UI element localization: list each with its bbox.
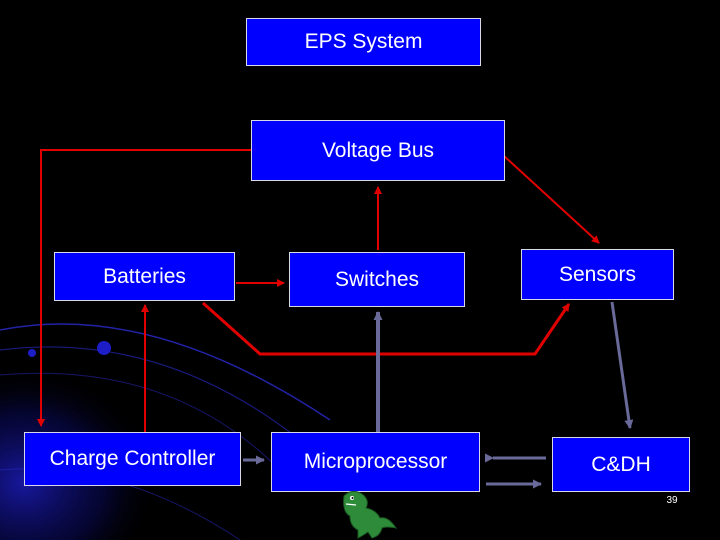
- arrow-batteries-to-sensors: [201, 301, 571, 356]
- node-batteries: Batteries: [54, 252, 235, 301]
- node-cdh: C&DH: [552, 437, 690, 492]
- node-eps-system: EPS System: [246, 18, 481, 66]
- node-label: EPS System: [304, 30, 423, 53]
- node-label: Sensors: [558, 262, 637, 286]
- node-label: Voltage Bus: [321, 138, 435, 162]
- node-label: C&DH: [591, 452, 651, 476]
- page-number: 39: [666, 495, 678, 506]
- node-label: Charge Controller: [49, 447, 216, 470]
- node-label: Batteries: [103, 264, 186, 288]
- dinosaur-icon: [343, 490, 398, 539]
- node-charge-controller: Charge Controller: [24, 432, 241, 486]
- decorative-dot: [97, 341, 111, 355]
- node-microprocessor: Microprocessor: [271, 432, 480, 492]
- node-label: Switches: [334, 267, 420, 291]
- node-switches: Switches: [289, 252, 465, 307]
- node-sensors: Sensors: [521, 249, 674, 300]
- arrow-voltage-bus-to-charge-controller: [37, 149, 251, 427]
- decorative-orbit: [0, 372, 281, 471]
- node-voltage-bus: Voltage Bus: [251, 120, 505, 181]
- node-label: Microprocessor: [303, 450, 448, 473]
- arrow-voltage-bus-to-sensors: [503, 155, 600, 244]
- decorative-dot: [28, 349, 36, 357]
- background-glow: [0, 280, 300, 540]
- arrow-sensors-to-cdh: [610, 301, 634, 429]
